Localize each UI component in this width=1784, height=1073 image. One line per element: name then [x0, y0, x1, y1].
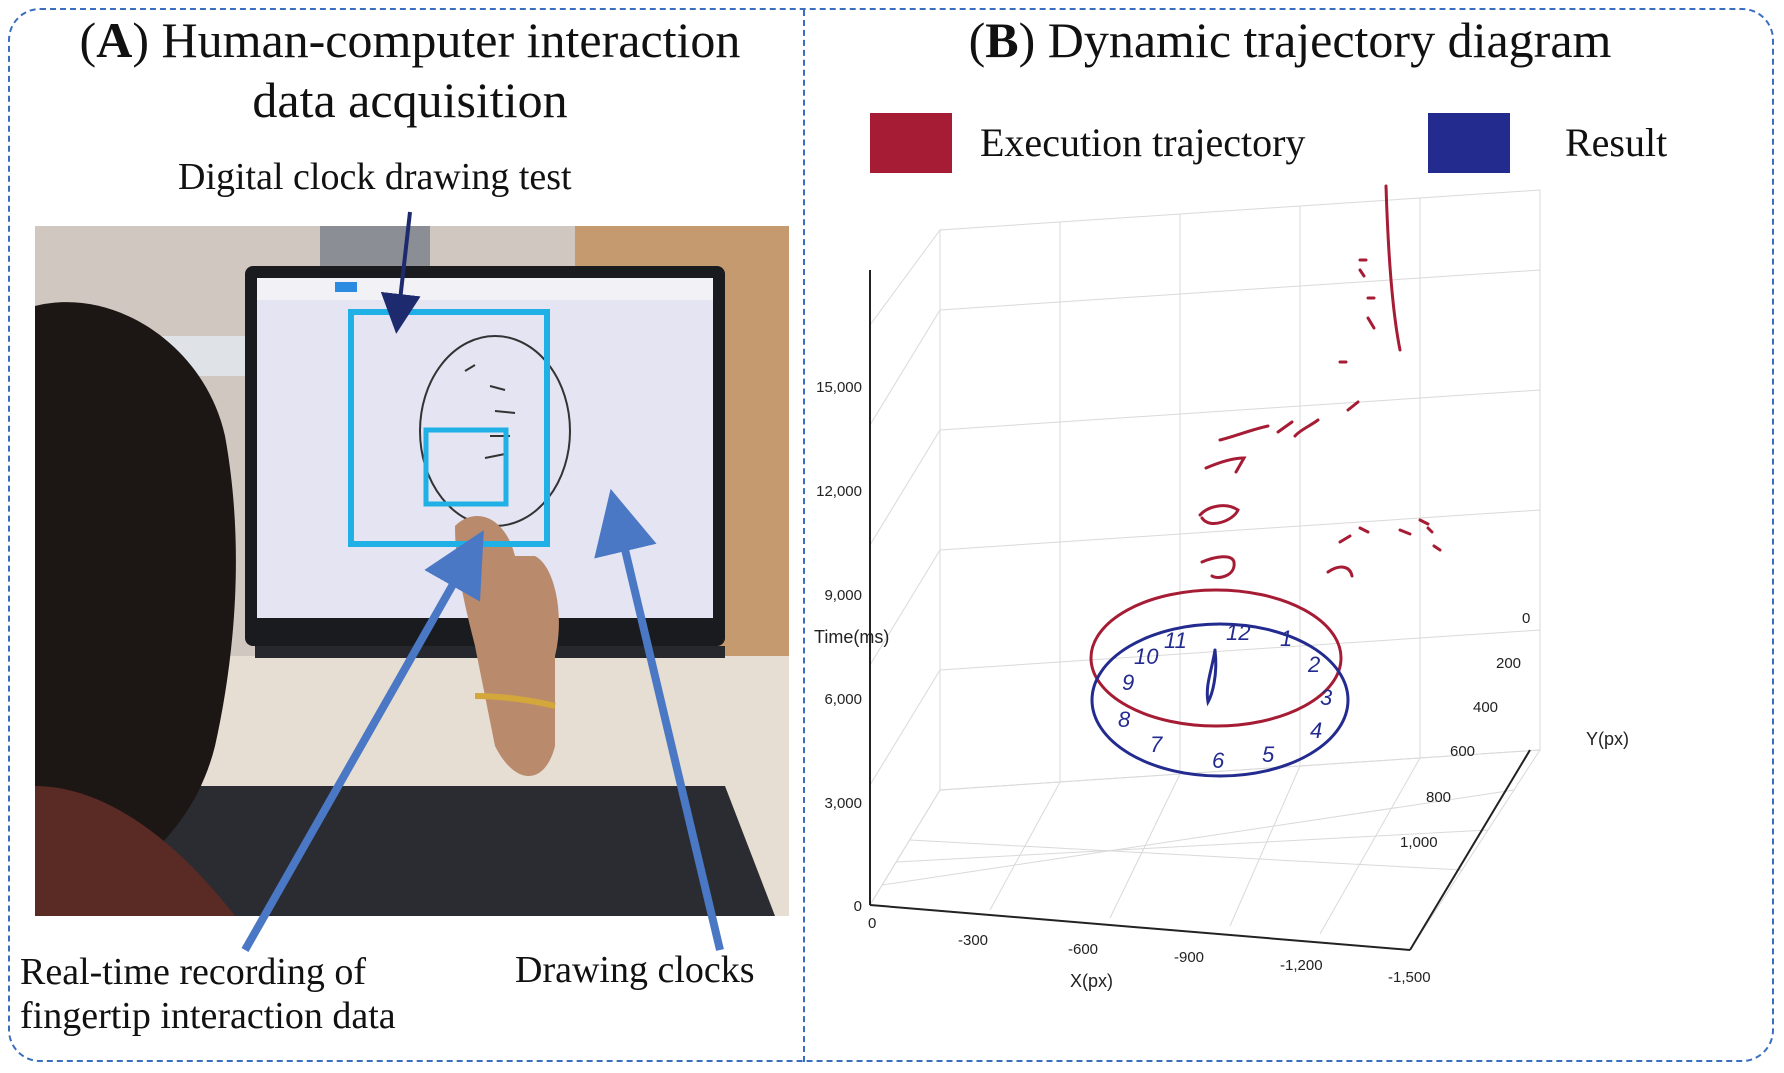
label-realtime-recording: Real-time recording of fingertip interac… [20, 950, 440, 1038]
panel-b-title: (B) Dynamic trajectory diagram [968, 12, 1612, 68]
trajectory-stroke [1366, 296, 1376, 330]
clock-number: 9 [1122, 670, 1134, 695]
label-drawing-clocks: Drawing clocks [515, 949, 755, 991]
x-axis-label: X(px) [1070, 971, 1113, 991]
label-realtime-recording-line1: Real-time recording of [20, 951, 367, 993]
trajectory-clock-circle [1089, 588, 1343, 728]
y-tick: 200 [1496, 655, 1521, 672]
x-tick: 0 [868, 915, 876, 932]
x-tick: -900 [1174, 949, 1204, 966]
person-hair [35, 302, 236, 916]
z-tick: 3,000 [824, 795, 862, 812]
clock-number: 8 [1118, 707, 1131, 732]
y-tick: 800 [1426, 789, 1451, 806]
legend-swatch-result [1428, 113, 1510, 173]
x-tick: -300 [958, 932, 988, 949]
legend-label-execution: Execution trajectory [980, 120, 1306, 165]
bracelet [474, 693, 556, 709]
person-clothing [35, 786, 235, 916]
panel-a-title-line1: Human-computer interaction [148, 12, 741, 68]
y-tick: 600 [1450, 743, 1475, 760]
trajectory-stroke [1204, 456, 1247, 474]
plot-grid [869, 189, 1541, 951]
clock-number: 12 [1226, 620, 1250, 645]
panel-divider [803, 10, 805, 1062]
z-tick: 9,000 [824, 587, 862, 604]
floor [869, 749, 1541, 951]
z-tick: 6,000 [824, 691, 862, 708]
drawn-clock-numbers [464, 364, 516, 459]
result-clock [1090, 622, 1350, 778]
clock-number: 2 [1307, 652, 1320, 677]
clock-number: 1 [1280, 626, 1292, 651]
label-digital-clock-test: Digital clock drawing test [178, 156, 572, 198]
tablet-device [155, 786, 775, 916]
y-tick: 400 [1473, 699, 1498, 716]
plot-axes [869, 270, 1531, 951]
z-tick: 0 [854, 898, 862, 915]
panel-a-arrows [241, 211, 724, 952]
fingertip-highlight-box [423, 427, 509, 507]
z-axis-label: Time(ms) [814, 627, 889, 647]
arrow-to-fingertip [241, 530, 484, 952]
back-wall [939, 189, 1541, 791]
z-tick: 12,000 [816, 483, 862, 500]
clock-number: 10 [1134, 644, 1159, 669]
result-clock-face [1090, 622, 1350, 778]
clock-number: 11 [1164, 628, 1187, 653]
legend-label-result: Result [1565, 120, 1668, 165]
result-clock-hands [1205, 648, 1218, 707]
y-tick: 1,000 [1400, 834, 1438, 851]
y-tick: 0 [1522, 610, 1530, 627]
trajectory-stroke [1218, 424, 1270, 442]
app-toolbar-button [335, 282, 357, 292]
panel-b-title-text: Dynamic trajectory diagram [1035, 12, 1612, 68]
trajectory-stroke [1338, 526, 1370, 544]
panel-a-letter: A [96, 12, 133, 68]
clock-number: 3 [1320, 685, 1333, 710]
panel-a-title: (A) Human-computer interaction data acqu… [79, 12, 741, 128]
panel-a-title-line2: data acquisition [252, 72, 568, 128]
panel-b-letter: B [985, 12, 1019, 68]
x-tick: -600 [1068, 941, 1098, 958]
trajectory-stroke [1398, 518, 1442, 552]
label-realtime-recording-line2: fingertip interaction data [20, 995, 396, 1037]
result-clock-numbers: 12 1 2 3 4 5 6 7 8 9 10 11 [1118, 620, 1333, 773]
trajectory-stroke [1200, 555, 1236, 579]
trajectory-3d-plot: 0 3,000 6,000 9,000 12,000 15,000 Time(m… [814, 184, 1629, 991]
trajectory-stroke [1326, 565, 1354, 578]
x-tick: -1,200 [1280, 957, 1323, 974]
execution-trajectory [1089, 184, 1442, 728]
y-axis-label: Y(px) [1586, 729, 1629, 749]
trajectory-stroke [1198, 504, 1240, 525]
x-tick: -1,500 [1388, 969, 1431, 986]
arrow-to-clock-box [594, 488, 724, 951]
patient-photo [35, 226, 789, 916]
clock-number: 5 [1262, 742, 1275, 767]
clock-number: 6 [1212, 748, 1225, 773]
clock-number: 4 [1310, 718, 1322, 743]
figure-frame [8, 8, 1774, 1062]
app-toolbar [257, 278, 713, 300]
trajectory-stroke [1358, 258, 1368, 278]
clock-number: 7 [1150, 732, 1163, 757]
trajectory-stroke [1338, 360, 1360, 412]
trajectory-stroke [1276, 418, 1320, 438]
arrow-to-screen [380, 211, 421, 334]
trajectory-stroke [1384, 184, 1402, 352]
z-tick: 15,000 [816, 379, 862, 396]
legend-swatch-execution [870, 113, 952, 173]
